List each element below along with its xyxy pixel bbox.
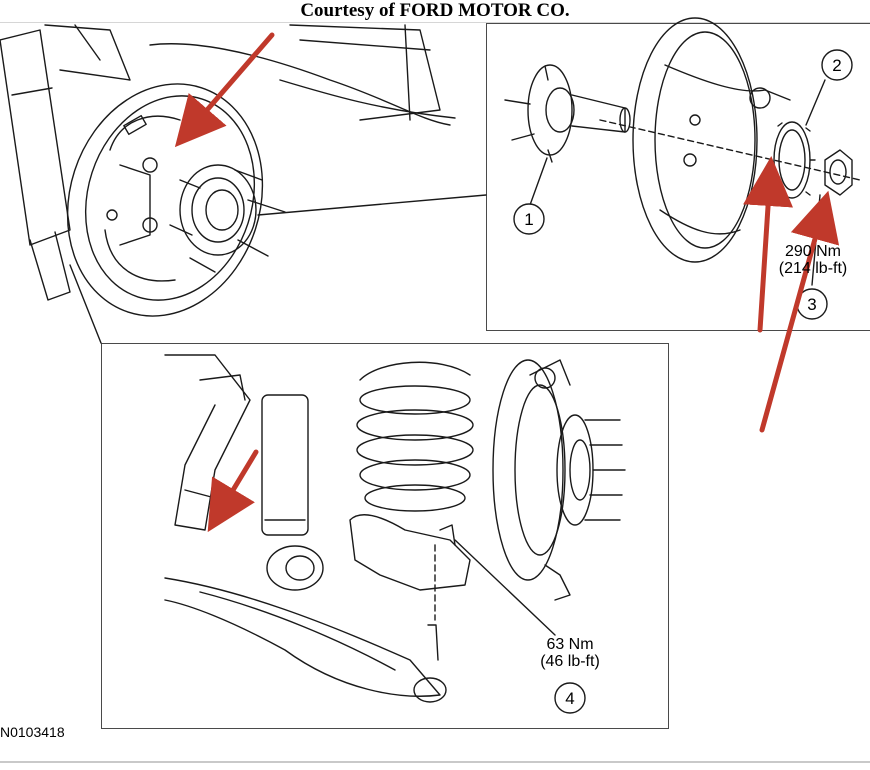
figure-code: N0103418 — [0, 724, 65, 740]
torque-3-lbft: (214 lb-ft) — [778, 260, 848, 277]
callout-3-number: 3 — [807, 295, 816, 314]
red-arrow-bracket — [207, 449, 259, 533]
red-arrow-nut — [759, 190, 840, 433]
torque-label-4: 63 Nm (46 lb-ft) — [525, 636, 615, 670]
callout-4-circle — [554, 682, 586, 714]
red-arrow-main — [174, 32, 275, 148]
bottom-divider — [0, 761, 870, 763]
panel-connector-line — [69, 264, 102, 344]
main-brake-assembly — [0, 24, 487, 317]
torque-label-3: 290 Nm (214 lb-ft) — [768, 243, 858, 277]
header-divider — [0, 22, 870, 23]
torque-4-lbft: (46 lb-ft) — [540, 653, 600, 670]
callout-2-number: 2 — [832, 56, 841, 75]
torque-3-nm: 290 Nm — [784, 243, 842, 260]
callout-4-number: 4 — [565, 689, 574, 708]
callout-1-number: 1 — [524, 210, 533, 229]
courtesy-header: Courtesy of FORD MOTOR CO. — [300, 0, 570, 21]
callout-2-circle — [821, 49, 853, 81]
torque-4-nm: 63 Nm — [546, 636, 594, 653]
callout-1-circle — [513, 203, 545, 235]
red-arrow-tone-ring — [743, 156, 794, 333]
